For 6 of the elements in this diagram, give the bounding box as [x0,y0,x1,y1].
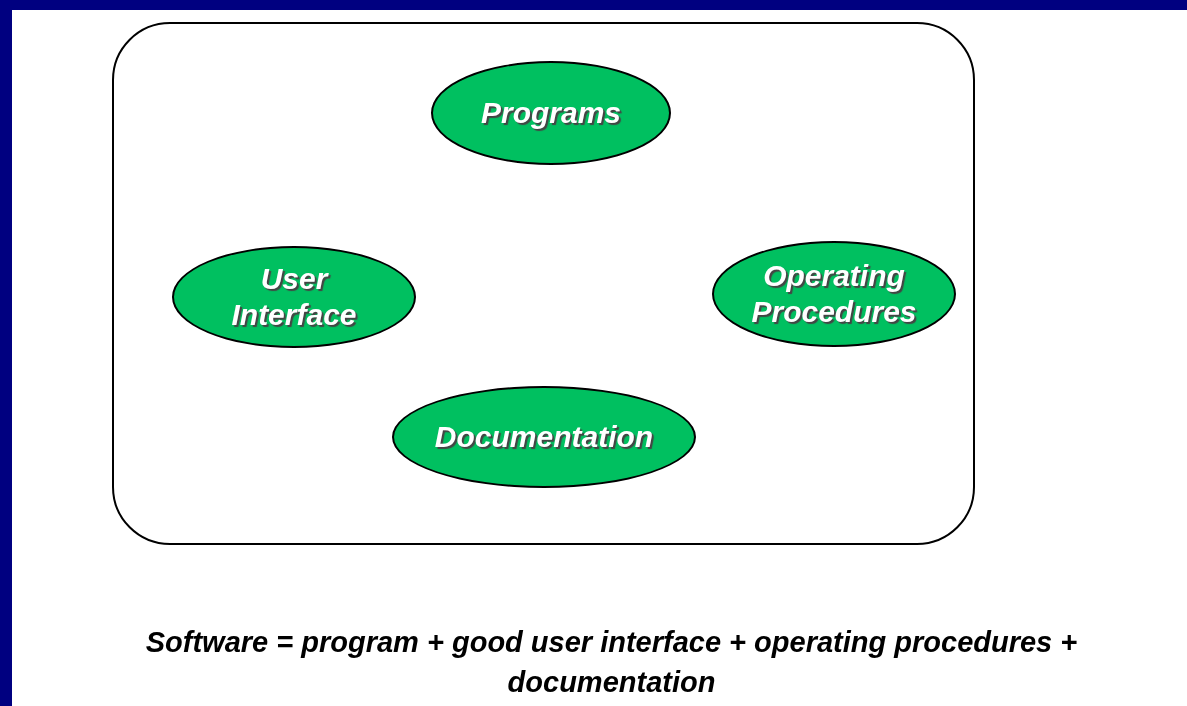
node-label: Documentation [433,419,655,455]
caption: Software = program + good user interface + operating procedures + documentation [144,625,1079,700]
node-label: Operating Procedures [750,258,918,330]
node-label: Programs [479,95,623,131]
rounded-container [112,22,975,545]
node-label: User Interface [230,261,358,333]
